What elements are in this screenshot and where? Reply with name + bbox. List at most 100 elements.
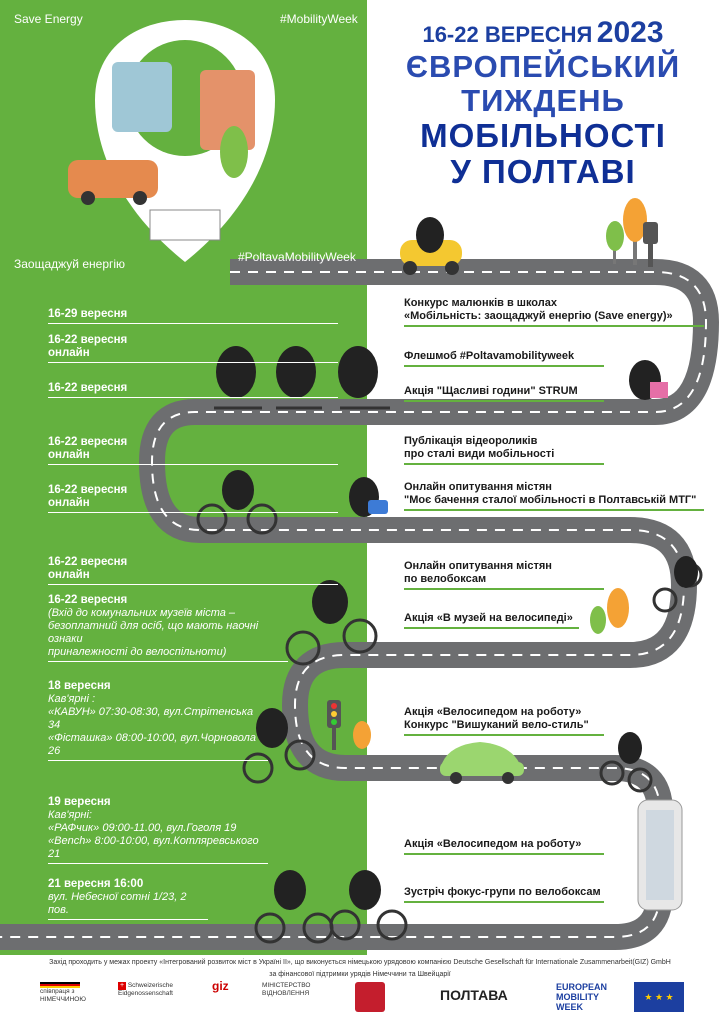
event-title: Акція «Велосипедом на роботу» [404, 706, 582, 718]
divider [404, 734, 604, 736]
header-title-line-4: У ПОЛТАВІ [450, 153, 636, 190]
event-title: Конкурс малюнків в школах [404, 297, 557, 309]
left-event: 19 вересня Кав'ярні: «РАФчик» 09:00-11.0… [48, 796, 268, 864]
divider [48, 661, 288, 662]
eu-flag-icon: ★ ★ ★ [634, 982, 684, 1012]
poltava-coat-of-arms-icon [355, 982, 385, 1012]
right-event: Зустріч фокус-групи по велобоксам [404, 886, 704, 903]
giz-logo: giz [212, 979, 229, 993]
emw-line-2: MOBILITY [556, 992, 599, 1002]
event-note: «КАВУН» 07:30-08:30, вул.Стрітенська 34 [48, 706, 254, 731]
event-date: 16-22 вересня [48, 556, 128, 568]
header-dates-line: 16-22 ВЕРЕСНЯ 2023 [378, 16, 708, 50]
header-year: 2023 [596, 16, 664, 49]
event-note: Кав'ярні: [48, 809, 92, 821]
emw-line-3: WEEK [556, 1002, 583, 1012]
bus-illustration [637, 799, 683, 911]
divider [404, 400, 604, 402]
event-note: приналежності до велоспільноти) [48, 646, 227, 658]
divider [48, 323, 338, 324]
germany-logo-text: співпраця з НІМЕЧЧИНОЮ [40, 988, 86, 1003]
event-title: Акція "Щасливі години" STRUM [404, 385, 578, 397]
location-pin-illustration [68, 20, 275, 262]
event-note: «РАФчик» 09:00-11.00, вул.Гоголя 19 [48, 822, 237, 834]
cyclist-illustration [242, 708, 316, 784]
divider [48, 512, 338, 513]
cyclist-illustration [599, 732, 653, 793]
germany-flag-icon [40, 982, 80, 988]
event-date: 18 вересня [48, 680, 111, 692]
event-date: 16-22 вересня [48, 594, 128, 606]
divider [48, 760, 268, 761]
event-date: 16-29 вересня [48, 308, 128, 320]
divider [404, 901, 604, 903]
divider [404, 325, 704, 327]
event-header: 16-22 ВЕРЕСНЯ 2023 ЄВРОПЕЙСЬКИЙ ТИЖДЕНЬ … [378, 16, 708, 190]
event-date: 21 вересня 16:00 [48, 878, 144, 890]
left-event: 16-29 вересня [48, 308, 338, 324]
character-with-laptop-illustration [349, 477, 388, 517]
swiss-flag-icon: + [118, 982, 126, 990]
header-title-line-1: ЄВРОПЕЙСЬКИЙ [405, 49, 681, 84]
footer-line-1: Захід проходить у межах проекту «Інтегро… [49, 959, 671, 966]
traffic-light-illustration [327, 700, 371, 750]
divider [48, 919, 208, 920]
event-date: 16-22 вересня [48, 334, 128, 346]
footer-funding-note: Захід проходить у межах проекту «Інтегро… [0, 957, 720, 981]
event-title: Флешмоб #Poltavamobilityweek [404, 350, 575, 362]
divider [404, 463, 604, 465]
left-event: 16-22 вересня (Вхід до комунальних музеї… [48, 594, 288, 662]
event-title: Онлайн опитування містян [404, 481, 552, 493]
right-event: Флешмоб #Poltavamobilityweek [404, 350, 704, 367]
trees-illustration [606, 198, 658, 267]
scooter-rider-illustration [400, 217, 462, 275]
left-event: 16-22 вересня онлайн [48, 556, 338, 585]
germany-cooperation-logo: співпраця з НІМЕЧЧИНОЮ [40, 982, 110, 1004]
scooter-group-illustration [214, 346, 390, 410]
event-note: «Фісташка» 08:00-10:00, вул.Чорновола 26 [48, 732, 256, 757]
event-note: безоплатний для осіб, що мають наочні оз… [48, 620, 259, 645]
event-subtitle: про сталі види мобільності [404, 448, 555, 460]
event-title: Акція «Велосипедом на роботу» [404, 838, 582, 850]
divider [48, 863, 268, 864]
divider [48, 397, 338, 398]
header-title-line-2: ТИЖДЕНЬ [461, 83, 625, 118]
event-date: 16-22 вересня [48, 436, 128, 448]
cyclist-illustration [285, 580, 378, 666]
event-date: 19 вересня [48, 796, 111, 808]
event-note: вул. Небесної сотні 1/23, 2 пов. [48, 891, 187, 916]
event-title: Онлайн опитування містян [404, 560, 552, 572]
divider [48, 464, 338, 465]
character-with-bag-illustration [629, 360, 668, 400]
save-energy-ua-label: Заощаджуй енергію [14, 257, 126, 271]
right-event: Акція "Щасливі години" STRUM [404, 385, 704, 402]
left-event: 16-22 вересня онлайн [48, 436, 338, 465]
right-event: Онлайн опитування містян по велобоксам [404, 560, 704, 590]
cyclist-illustration [196, 470, 278, 535]
divider [48, 362, 338, 363]
event-date: 16-22 вересня [48, 484, 128, 496]
left-event: 18 вересня Кав'ярні : «КАВУН» 07:30-08:3… [48, 680, 268, 761]
left-event: 21 вересня 16:00 вул. Небесної сотні 1/2… [48, 878, 208, 920]
event-note: «Bench» 8:00-10:00, вул.Котляревського 2… [48, 835, 259, 860]
poltava-logo: ПОЛТАВА [440, 987, 508, 1003]
event-subtitle: онлайн [48, 347, 90, 359]
cyclist-illustration [652, 556, 703, 613]
left-event: 16-22 вересня онлайн [48, 484, 338, 513]
poltava-hashtag-label: #PoltavaMobilityWeek [238, 250, 356, 264]
header-title-line-3: МОБІЛЬНОСТІ [420, 117, 666, 154]
divider [404, 509, 704, 511]
divider [404, 627, 579, 629]
divider [404, 853, 604, 855]
right-event: Конкурс малюнків в школах «Мобільність: … [404, 297, 704, 327]
event-subtitle: по велобоксам [404, 573, 487, 585]
event-title: Акція «В музей на велосипеді» [404, 612, 573, 624]
trees-illustration [590, 588, 629, 634]
swiss-confederation-logo: + Schweizerische Eidgenossenschaft [118, 982, 208, 998]
header-dates: 16-22 ВЕРЕСНЯ [422, 22, 593, 47]
european-mobility-week-logo: EUROPEAN MOBILITY WEEK [556, 982, 626, 1012]
right-event: Акція «Велосипедом на роботу» [404, 838, 704, 855]
mobility-week-hashtag: #MobilityWeek [280, 12, 358, 26]
cyclist-illustration [254, 870, 408, 944]
